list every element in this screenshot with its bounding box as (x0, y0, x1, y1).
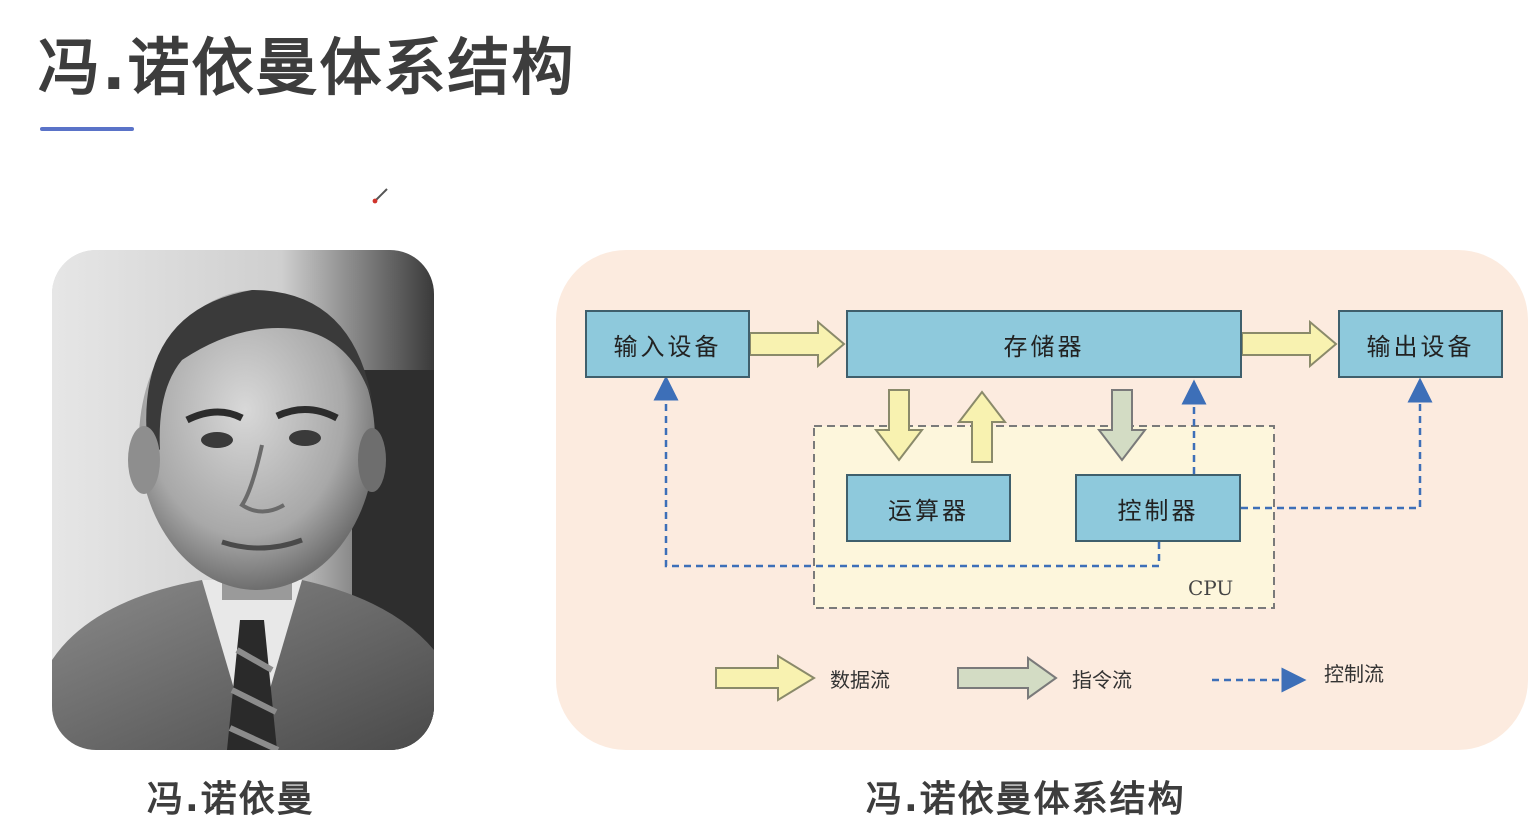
output-device-box: 输出设备 (1338, 310, 1503, 378)
control-flow-controller-output (1241, 377, 1433, 510)
slide-title: 冯.诺依曼体系结构 (38, 31, 576, 104)
title-underline (40, 127, 134, 131)
controller-box: 控制器 (1075, 474, 1241, 542)
cpu-label: CPU (1188, 576, 1234, 600)
legend-control-flow-label: 控制流 (1324, 662, 1384, 686)
legend-instruction-flow-label: 指令流 (1072, 668, 1132, 692)
alu-box: 运算器 (846, 474, 1011, 542)
legend-data-flow-label: 数据流 (830, 668, 890, 692)
pen-cursor-icon (372, 188, 388, 204)
portrait-photo (52, 250, 434, 750)
legend-data-flow-arrow (715, 654, 816, 702)
portrait-caption: 冯.诺依曼 (147, 779, 315, 820)
data-flow-arrow-input-memory (749, 319, 846, 369)
data-flow-arrow-alu-memory (956, 390, 1008, 463)
diagram-caption: 冯.诺依曼体系结构 (866, 779, 1186, 820)
data-flow-arrow-memory-output (1241, 319, 1338, 369)
data-flow-arrow-memory-alu (873, 389, 925, 462)
memory-box: 存储器 (846, 310, 1242, 378)
instruction-flow-arrow (1096, 389, 1148, 462)
input-device-box: 输入设备 (585, 310, 750, 378)
control-flow-controller-input (653, 375, 1161, 568)
architecture-diagram: 输入设备 存储器 输出设备 运算器 控制器 CPU 数据流 指令流 控制流 (556, 250, 1528, 750)
legend-instruction-flow-arrow (957, 656, 1058, 700)
